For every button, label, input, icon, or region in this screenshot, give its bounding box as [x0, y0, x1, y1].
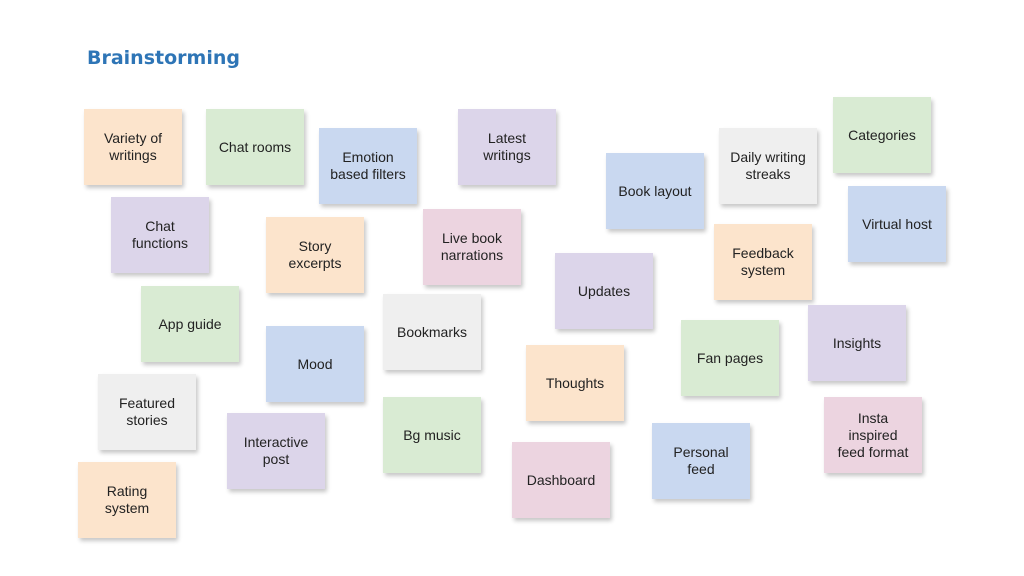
note-label: Story excerpts: [288, 238, 342, 271]
sticky-note-insights[interactable]: Insights: [808, 305, 906, 381]
sticky-note-variety-of-writings[interactable]: Variety of writings: [84, 109, 182, 185]
note-label: Interactive post: [243, 434, 309, 467]
note-label: Feedback system: [732, 245, 794, 278]
sticky-note-dashboard[interactable]: Dashboard: [512, 442, 610, 518]
note-label: Bg music: [403, 426, 461, 443]
sticky-note-featured-stories[interactable]: Featured stories: [98, 374, 196, 450]
note-label: Chat rooms: [218, 138, 292, 155]
note-label: Insta inspired feed format: [837, 409, 909, 460]
note-label: Fan pages: [696, 349, 764, 366]
note-label: Variety of writings: [103, 130, 163, 163]
note-label: Personal feed: [673, 444, 729, 477]
sticky-note-book-layout[interactable]: Book layout: [606, 153, 704, 229]
note-label: Insights: [832, 334, 882, 351]
note-label: Emotion based filters: [330, 149, 406, 182]
note-label: Virtual host: [862, 215, 932, 232]
sticky-note-chat-rooms[interactable]: Chat rooms: [206, 109, 304, 185]
sticky-note-feedback-system[interactable]: Feedback system: [714, 224, 812, 300]
sticky-note-thoughts[interactable]: Thoughts: [526, 345, 624, 421]
sticky-note-fan-pages[interactable]: Fan pages: [681, 320, 779, 396]
sticky-note-insta-inspired-feed-format[interactable]: Insta inspired feed format: [824, 397, 922, 473]
note-label: Daily writing streaks: [730, 149, 806, 182]
note-label: Mood: [297, 355, 333, 372]
sticky-note-bg-music[interactable]: Bg music: [383, 397, 481, 473]
note-label: Featured stories: [118, 395, 176, 428]
sticky-note-mood[interactable]: Mood: [266, 326, 364, 402]
sticky-note-latest-writings[interactable]: Latest writings: [458, 109, 556, 185]
page-title: Brainstorming: [87, 47, 240, 69]
sticky-note-personal-feed[interactable]: Personal feed: [652, 423, 750, 499]
sticky-note-categories[interactable]: Categories: [833, 97, 931, 173]
note-label: Chat functions: [131, 218, 189, 251]
sticky-note-daily-writing-streaks[interactable]: Daily writing streaks: [719, 128, 817, 204]
sticky-note-interactive-post[interactable]: Interactive post: [227, 413, 325, 489]
sticky-note-live-book-narrations[interactable]: Live book narrations: [423, 209, 521, 285]
sticky-note-virtual-host[interactable]: Virtual host: [848, 186, 946, 262]
note-label: Bookmarks: [396, 323, 468, 340]
sticky-note-rating-system[interactable]: Rating system: [78, 462, 176, 538]
note-label: Latest writings: [483, 130, 531, 163]
note-label: Updates: [577, 282, 631, 299]
sticky-note-chat-functions[interactable]: Chat functions: [111, 197, 209, 273]
note-label: App guide: [158, 315, 222, 332]
note-label: Categories: [848, 126, 916, 143]
sticky-note-app-guide[interactable]: App guide: [141, 286, 239, 362]
note-label: Rating system: [104, 483, 150, 516]
note-label: Dashboard: [526, 471, 596, 488]
sticky-note-bookmarks[interactable]: Bookmarks: [383, 294, 481, 370]
sticky-note-emotion-based-filters[interactable]: Emotion based filters: [319, 128, 417, 204]
note-label: Thoughts: [545, 374, 605, 391]
note-label: Book layout: [618, 182, 692, 199]
sticky-note-story-excerpts[interactable]: Story excerpts: [266, 217, 364, 293]
note-label: Live book narrations: [440, 230, 504, 263]
sticky-note-updates[interactable]: Updates: [555, 253, 653, 329]
